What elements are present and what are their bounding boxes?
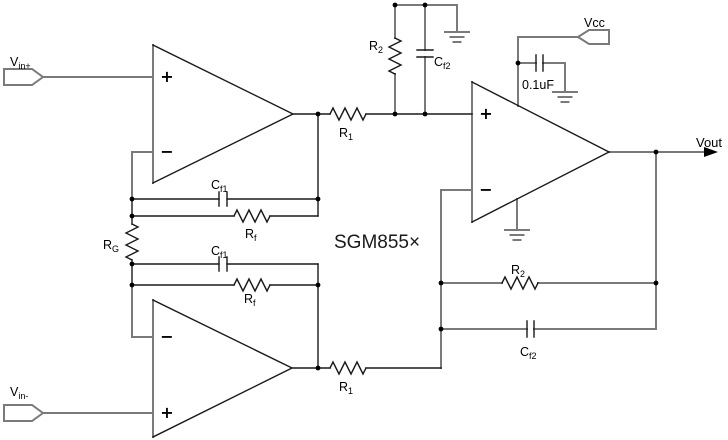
capacitors <box>218 49 544 338</box>
r1-top-label: R1 <box>339 126 353 142</box>
vout-arrow-icon <box>704 147 718 157</box>
opamp1-triangle <box>152 44 295 184</box>
port-vcc: Vcc <box>576 16 610 45</box>
junction-dot <box>129 213 135 219</box>
junction-dot <box>392 2 398 8</box>
junction-dot <box>392 111 398 117</box>
capacitor-cf1-bottom-plates <box>218 256 228 272</box>
junction-dot <box>315 365 321 371</box>
port-vout: Vout <box>696 135 722 157</box>
junction-dot <box>315 196 321 202</box>
opamp2-triangle <box>152 299 294 438</box>
r2-top-label: R2 <box>369 39 383 55</box>
vout-label: Vout <box>696 135 722 150</box>
resistors <box>124 37 539 376</box>
wires-gray <box>42 4 715 414</box>
cf1-bottom-label: Cf1 <box>211 244 228 260</box>
r2-bottom-label: R2 <box>511 263 525 279</box>
resistor-rg <box>124 223 140 261</box>
bypass-cap-label: 0.1uF <box>522 78 554 92</box>
ground-icon-opamp3 <box>504 229 530 241</box>
cf2-top-label: Cf2 <box>434 55 451 71</box>
part-number-label: SGM855× <box>334 232 420 253</box>
junction-dot <box>129 282 135 288</box>
opamp1-noninverting-input-icon: + <box>160 67 173 86</box>
ground-icon-bypass <box>552 91 578 103</box>
resistor-r2-top <box>387 37 403 75</box>
port-vin-plus: Vin+ <box>3 55 45 86</box>
ground-symbols <box>444 31 578 241</box>
opamp-bottom-left: − + <box>152 299 294 438</box>
opamp1-inverting-lead-wire <box>131 151 154 200</box>
top-ground-rail-wire <box>394 4 458 33</box>
vin-plus-flag-icon <box>3 68 45 86</box>
opamp2-noninverting-input-icon: + <box>160 403 173 422</box>
bypass-cap-lead-wires <box>517 62 566 93</box>
rf-bottom-label: Rf <box>244 292 256 308</box>
junction-dot <box>422 111 428 117</box>
vin-plus-label: Vin+ <box>10 55 31 71</box>
junction-dot <box>653 149 659 155</box>
opamp2-inverting-input-icon: − <box>160 327 173 346</box>
junction-dot <box>438 326 444 332</box>
capacitor-cf2-top-plates <box>416 49 434 58</box>
junction-dots <box>129 2 659 371</box>
opamp-top-left: + − <box>152 44 295 184</box>
vcc-flag-icon <box>576 29 610 45</box>
opamp3-noninverting-input-icon: + <box>479 104 492 123</box>
resistor-rf-bottom <box>233 277 271 293</box>
resistor-r1-top <box>329 106 367 122</box>
junction-dot <box>315 111 321 117</box>
junction-dot <box>129 196 135 202</box>
opamp1-inverting-input-icon: − <box>160 142 173 161</box>
cf1-top-label: Cf1 <box>211 178 228 194</box>
junction-dot <box>315 282 321 288</box>
resistor-rf-top <box>233 208 271 224</box>
junction-dot <box>438 280 444 286</box>
capacitor-cf1-top-plates <box>218 191 228 207</box>
vin-minus-label: Vin- <box>10 385 28 401</box>
cf2-bottom-label: Cf2 <box>520 345 537 361</box>
r1-bottom-label: R1 <box>339 380 353 396</box>
capacitor-cf2-bottom-plates <box>526 320 535 338</box>
opamp2-inverting-lead-wire <box>131 284 154 338</box>
wires-black <box>131 113 473 369</box>
capacitor-bypass-plates <box>535 54 544 72</box>
ground-icon-top-rail <box>444 31 470 43</box>
resistor-r1-bottom <box>329 360 367 376</box>
junction-dot <box>515 60 521 66</box>
opamp-output: + − <box>471 81 611 223</box>
rf-top-label: Rf <box>245 227 257 243</box>
junction-dot <box>422 2 428 8</box>
port-vin-minus: Vin- <box>3 385 45 422</box>
opamp3-inverting-input-icon: − <box>479 180 492 199</box>
junction-dot <box>129 261 135 267</box>
component-labels: R2 Cf2 R1 Cf1 Rf RG Cf1 Rf R1 R2 Cf2 0.1… <box>103 39 554 396</box>
vin-minus-flag-icon <box>3 404 45 422</box>
vcc-branch-wire <box>517 36 579 107</box>
opamp3-inverting-lead-wire <box>440 189 473 369</box>
rg-label: RG <box>103 238 119 254</box>
opamp3-triangle <box>471 81 611 223</box>
vcc-label: Vcc <box>584 16 605 30</box>
resistor-r2-bottom <box>501 275 539 291</box>
cf2-bottom-feedback-wire <box>440 151 657 330</box>
junction-dot <box>653 280 659 286</box>
